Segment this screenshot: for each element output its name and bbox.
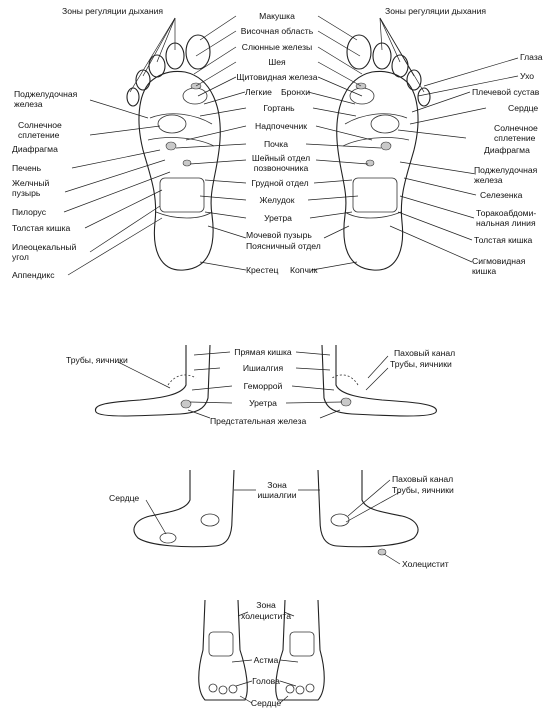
label-larynx: Гортань (263, 103, 295, 113)
label-liver: Печень (12, 163, 42, 173)
label-heart-r: Сердце (508, 103, 539, 113)
top-view-feet-drawing (198, 599, 325, 704)
right-breath-zone-header: Зоны регуляции дыхания (385, 6, 487, 16)
label-cervical-1: Шейный отдел (251, 153, 311, 163)
inner-side-feet-drawing (94, 344, 437, 419)
sole-leader-lines (63, 15, 519, 276)
label-crown: Макушка (259, 11, 295, 21)
label-pancreas-r-2: железа (474, 175, 503, 185)
label-thoracoabd-1: Торакоабдоми- (476, 208, 537, 218)
label-spleen: Селезенка (480, 190, 523, 200)
label-pylorus: Пилорус (12, 207, 47, 217)
label-bladder: Мочевой пузырь (246, 230, 312, 240)
label-colon-r: Толстая кишка (474, 235, 533, 245)
label-inguinal-1: Паховый канал (394, 348, 456, 358)
label-diaphragm-l: Диафрагма (12, 144, 58, 154)
label-ileocecal-2: угол (12, 252, 29, 262)
label-ileocecal-1: Илеоцекальный (12, 242, 77, 252)
label-sigmoid-1: Сигмовидная (472, 256, 526, 266)
label-colon-l: Толстая кишка (12, 223, 71, 233)
label-gallbladder-2: пузырь (12, 188, 41, 198)
label-prostate: Предстательная железа (210, 416, 307, 426)
label-ear: Ухо (520, 71, 535, 81)
label-solar-l-1: Солнечное (18, 120, 62, 130)
label-stomach: Желудок (259, 195, 295, 205)
label-temporal: Височная область (240, 26, 314, 36)
label-thoracoabd-2: нальная линия (476, 218, 536, 228)
label-adrenal: Надпочечник (255, 121, 307, 131)
label-sciatica-zone-1: Зона (267, 480, 287, 490)
label-pancreas-r-1: Поджелудочная (474, 165, 538, 175)
label-appendix: Аппендикс (12, 270, 55, 280)
label-lumbar: Поясничный отдел (246, 241, 321, 251)
label-gallbladder-1: Желчный (12, 178, 50, 188)
label-pancreas-l-1: Поджелудочная (14, 89, 78, 99)
label-kidney: Почка (264, 139, 288, 149)
label-chole-zone-1: Зона (256, 600, 276, 610)
label-neck: Шея (268, 57, 286, 67)
label-sciatica: Ишиалгия (242, 363, 284, 373)
label-coccyx: Копчик (290, 265, 318, 275)
label-pancreas-l-2: железа (14, 99, 43, 109)
label-cholecystitis: Холецистит (402, 559, 449, 569)
left-sole-drawing (126, 34, 221, 271)
label-salivary: Слюнные железы (241, 42, 313, 52)
label-lungs: Легкие (245, 87, 272, 97)
label-solar-l-2: сплетение (18, 130, 60, 140)
label-head: Голова (252, 676, 280, 686)
right-sole-drawing (336, 34, 431, 271)
label-sciatica-zone-2: ишиалгии (257, 490, 297, 500)
label-urethra-side: Уретра (249, 398, 277, 408)
label-sigmoid-2: кишка (472, 266, 497, 276)
label-inguinal-2: Паховый канал (392, 474, 454, 484)
label-solar-r-1: Солнечное (494, 123, 538, 133)
label-sacrum: Крестец (246, 265, 279, 275)
label-tubes-right-2: Трубы, яичники (392, 485, 454, 495)
label-asthma: Астма (253, 655, 279, 665)
label-urethra: Уретра (264, 213, 292, 223)
label-hemorrhoids: Геморрой (243, 381, 283, 391)
label-eyes: Глаза (520, 52, 543, 62)
label-thyroid: Щитовидная железа (236, 72, 318, 82)
label-bronchi: Бронхи (281, 87, 311, 97)
label-tubes-right-1: Трубы, яичники (390, 359, 452, 369)
label-diaphragm-r: Диафрагма (484, 145, 530, 155)
label-solar-r-2: сплетение (494, 133, 536, 143)
label-shoulder: Плечевой сустав (472, 87, 540, 97)
outer-side-feet-drawing (133, 469, 419, 565)
label-heart-side: Сердце (109, 493, 140, 503)
label-chole-zone-2: холецистита (241, 611, 291, 621)
label-tubes-left: Трубы, яичники (66, 355, 128, 365)
label-thoracic: Грудной отдел (251, 178, 309, 188)
left-breath-zone-header: Зоны регуляции дыхания (62, 6, 164, 16)
label-cervical-2: позвоночника (253, 163, 309, 173)
label-heart-top: Сердце (250, 698, 282, 708)
label-rectum: Прямая кишка (234, 347, 292, 357)
